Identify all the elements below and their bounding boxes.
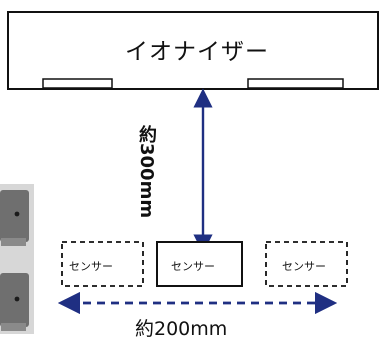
sensor-left-box	[61, 241, 144, 287]
sensor-left-label: センサー	[69, 260, 113, 273]
device-photo-fragment	[0, 184, 34, 334]
sensor-right-label: センサー	[282, 260, 326, 273]
vertical-distance-label: 約300mm	[136, 125, 157, 219]
ionizer-label: イオナイザー	[125, 39, 269, 65]
ionizer-left-tab	[42, 78, 113, 89]
ionizer-right-tab	[247, 78, 344, 89]
sensor-center-box	[156, 241, 243, 287]
ionizer-box	[7, 11, 379, 90]
sensor-center-label: センサー	[171, 260, 215, 273]
sensor-right-box	[265, 241, 348, 287]
horizontal-distance-label: 約200mm	[135, 318, 228, 340]
